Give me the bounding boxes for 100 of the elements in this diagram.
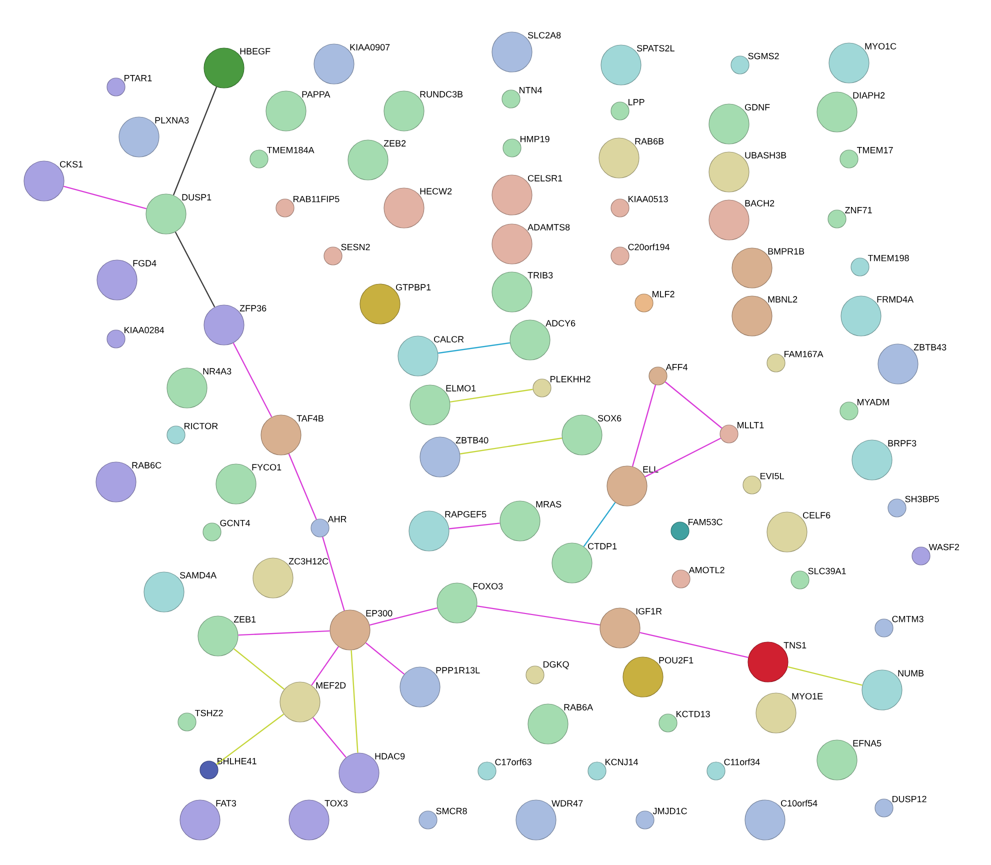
protein-node: TRIB3: [492, 272, 553, 312]
protein-node: C10orf54: [744, 800, 818, 840]
node-label: ZNF71: [845, 207, 872, 214]
protein-node: DUSP12: [874, 796, 926, 818]
protein-node: ZNF71: [828, 207, 872, 228]
protein-node: ZEB1: [198, 616, 256, 656]
protein-node: TMEM184A: [250, 146, 314, 168]
protein-node: DIAPH2: [816, 92, 885, 132]
protein-node: MLF2: [634, 290, 674, 312]
node-label: PLEKHH2: [550, 376, 590, 382]
protein-node: ADAMTS8: [492, 224, 570, 264]
interaction-line: [311, 646, 339, 686]
interaction-line: [365, 642, 405, 675]
protein-node: CTDP1: [552, 542, 617, 584]
node-label: MEF2D: [316, 682, 346, 688]
protein-node: KIAA0513: [610, 196, 668, 218]
protein-node: MYADM: [840, 399, 889, 420]
protein-node: TMEM198: [850, 254, 909, 276]
protein-node: GTPBP1: [360, 284, 431, 324]
protein-node: KCTD13: [658, 710, 710, 732]
node-label: SAMD4A: [180, 572, 217, 578]
protein-node: BMPR1B: [732, 248, 804, 288]
protein-node: FAM167A: [766, 350, 824, 372]
node-label: EFNA5: [853, 740, 882, 746]
node-label: EP300: [366, 610, 392, 616]
node-label: DUSP12: [892, 796, 926, 802]
protein-node: SGMS2: [730, 52, 779, 74]
node-label: BMPR1B: [768, 248, 804, 254]
protein-node: C20orf194: [610, 244, 670, 266]
protein-node: PLXNA3: [118, 116, 189, 158]
node-label: TRIB3: [528, 272, 553, 278]
protein-node: CMTM3: [874, 616, 924, 638]
interaction-line: [632, 384, 656, 467]
interaction-line: [370, 607, 438, 626]
protein-node: GCNT4: [202, 520, 250, 542]
protein-node: DGKQ: [526, 661, 569, 684]
protein-node: SMCR8: [418, 808, 467, 830]
protein-node: LPP: [610, 99, 644, 120]
node-label: SPATS2L: [636, 45, 674, 52]
protein-node: NR4A3: [166, 368, 232, 408]
interaction-line: [322, 536, 345, 611]
node-label: TMEM198: [868, 254, 909, 262]
node-label: CTDP1: [588, 543, 617, 550]
node-label: C11orf34: [724, 758, 760, 766]
node-label: FAM53C: [688, 518, 722, 526]
node-label: RAPGEF5: [445, 511, 486, 518]
protein-node: RAPGEF5: [408, 510, 486, 552]
node-label: CKS1: [60, 161, 83, 168]
node-label: MLF2: [652, 290, 674, 298]
node-label: ZBTB43: [914, 344, 946, 350]
protein-node: RUNDC3B: [384, 90, 463, 132]
protein-node: NUMB: [862, 670, 924, 710]
node-label: TNS1: [784, 642, 806, 648]
protein-node: ZBTB43: [878, 344, 946, 384]
protein-node: CALCR: [398, 336, 464, 376]
interaction-line: [350, 650, 358, 753]
protein-node: HBEGF: [204, 48, 270, 88]
node-label: PLXNA3: [155, 117, 189, 124]
node-label: PPP1R13L: [436, 667, 480, 674]
protein-node: MLLT1: [720, 422, 764, 444]
node-label: PTAR1: [124, 75, 152, 82]
node-label: DIAPH2: [853, 92, 885, 98]
protein-node: MEF2D: [280, 682, 346, 722]
node-label: ZC3H12C: [288, 558, 328, 564]
protein-node: ZEB2: [348, 140, 406, 180]
protein-node: SLC39A1: [790, 568, 846, 590]
interaction-line: [788, 666, 862, 686]
node-label: MLLT1: [738, 422, 764, 428]
protein-node: BRPF3: [852, 440, 916, 480]
node-label: KCTD13: [676, 710, 710, 718]
protein-node: JMJD1C: [636, 808, 687, 830]
interaction-line: [644, 438, 721, 478]
node-label: SOX6: [598, 415, 622, 422]
node-label: FRMD4A: [877, 296, 914, 302]
protein-node: TOX3: [288, 800, 348, 840]
protein-node: TAF4B: [260, 414, 324, 456]
node-label: KCNJ14: [606, 758, 638, 766]
node-label: HBEGF: [240, 48, 270, 54]
node-label: ZFP36: [240, 305, 266, 312]
protein-node: ZFP36: [204, 304, 266, 346]
node-label: SGMS2: [748, 52, 779, 60]
node-label: UBASH3B: [745, 152, 786, 158]
node-label: MYO1E: [792, 693, 823, 700]
interaction-line: [172, 86, 218, 196]
node-label: KIAA0513: [628, 196, 668, 202]
node-label: PAPPA: [302, 91, 330, 98]
node-label: MYO1C: [865, 43, 896, 50]
node-label: GCNT4: [220, 520, 250, 526]
protein-node: PPP1R13L: [400, 666, 480, 708]
interaction-line: [476, 605, 600, 626]
node-label: FOXO3: [473, 583, 503, 590]
node-label: SLC39A1: [808, 568, 846, 574]
node-label: JMJD1C: [652, 808, 687, 814]
protein-node: FAT3: [180, 800, 236, 840]
node-label: NR4A3: [203, 368, 232, 374]
interaction-line: [312, 717, 346, 758]
node-label: NUMB: [898, 670, 924, 676]
node-label: GTPBP1: [396, 284, 431, 290]
protein-node: TNS1: [748, 642, 806, 682]
node-label: KIAA0284: [124, 326, 164, 334]
